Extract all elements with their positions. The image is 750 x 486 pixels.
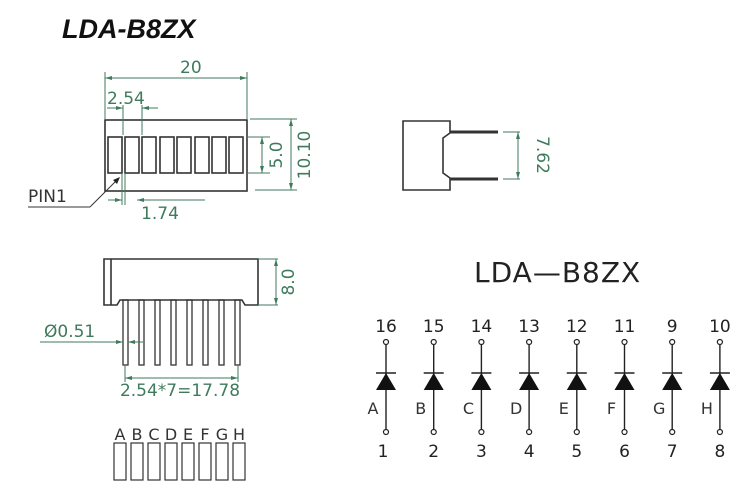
front-view-body xyxy=(103,258,259,306)
led-channel-a: 16 A 1 xyxy=(368,317,397,462)
segment-map-label: A xyxy=(115,425,126,444)
cathode-pin-number: 6 xyxy=(619,442,630,462)
segment-letter: G xyxy=(653,399,665,418)
schematic: LDA—B8ZX 16 A 1 15 B 2 14 xyxy=(368,256,731,462)
anode-pin-number: 11 xyxy=(614,317,636,337)
dim-pitch-label: 2.54 xyxy=(107,89,145,109)
anode-pin-number: 12 xyxy=(566,317,588,337)
led-diode-icon xyxy=(423,373,444,390)
segment-map-label: C xyxy=(148,425,159,444)
led-channel-e: 12 E 5 xyxy=(559,317,588,462)
dim-gap: 1.74 xyxy=(108,173,205,224)
segment-window xyxy=(159,136,175,174)
led-diode-icon xyxy=(709,373,730,390)
led-channel-c: 14 C 3 xyxy=(463,317,492,462)
segment-map-label: H xyxy=(233,425,245,444)
segment-map: A B C D E F G H xyxy=(113,425,246,481)
led-diode-icon xyxy=(471,373,492,390)
dim-pin-span-label: 2.54*7=17.78 xyxy=(120,381,240,401)
segment-map-label: B xyxy=(132,425,143,444)
cathode-pin-number: 1 xyxy=(378,442,389,462)
cathode-terminal xyxy=(382,428,390,436)
segment-letter: C xyxy=(463,399,474,418)
part-title: LDA-B8ZX xyxy=(62,14,197,44)
lead xyxy=(138,299,145,366)
led-diode-icon xyxy=(614,373,635,390)
segment-map-label: G xyxy=(216,425,228,444)
segment-letter: H xyxy=(701,399,713,418)
dim-gap-label: 1.74 xyxy=(141,204,179,224)
segment-window xyxy=(107,136,123,174)
segment-letter: D xyxy=(510,399,522,418)
cathode-pin-number: 4 xyxy=(524,442,535,462)
lead xyxy=(122,299,129,366)
schematic-title: LDA—B8ZX xyxy=(474,256,641,289)
cathode-pin-number: 3 xyxy=(476,442,487,462)
segment-letter: E xyxy=(559,399,569,418)
top-view-segments xyxy=(107,136,244,174)
dim-front-height: 8.0 xyxy=(258,258,299,306)
lead xyxy=(234,299,241,366)
segment-window xyxy=(211,136,227,174)
segment-map-label: E xyxy=(183,425,193,444)
segment-map-label: D xyxy=(165,425,177,444)
segment-letter: A xyxy=(368,399,379,418)
segment-map-label: F xyxy=(200,425,209,444)
segment-window xyxy=(228,136,244,174)
cathode-pin-number: 8 xyxy=(714,442,725,462)
led-channel-g: 9 G 7 xyxy=(653,317,683,462)
lead xyxy=(218,299,225,366)
lead xyxy=(186,299,193,366)
segment-window xyxy=(194,136,210,174)
anode-terminal xyxy=(382,338,390,346)
pin1-label: PIN1 xyxy=(28,187,67,207)
lead xyxy=(202,299,209,366)
cathode-pin-number: 2 xyxy=(428,442,439,462)
led-channel-b: 15 B 2 xyxy=(415,317,444,462)
front-view-leads xyxy=(122,299,241,366)
led-diode-icon xyxy=(519,373,540,390)
lead xyxy=(170,299,177,366)
segment-window xyxy=(176,136,192,174)
led-channel-d: 13 D 4 xyxy=(510,317,540,462)
dim-segment-height-label: 5.0 xyxy=(267,141,287,168)
dim-pin-span: 2.54*7=17.78 xyxy=(120,365,240,401)
segment-letter: F xyxy=(607,399,616,418)
dim-segment-height: 5.0 xyxy=(247,136,287,174)
segment-window xyxy=(141,136,157,174)
anode-pin-number: 15 xyxy=(423,317,445,337)
led-diode-icon xyxy=(566,373,587,390)
led-diode-icon xyxy=(376,373,396,390)
side-view: 7.62 xyxy=(402,120,552,191)
led-channel-h: 10 H 8 xyxy=(701,317,731,462)
segment-letter: B xyxy=(415,399,426,418)
top-view: 20 2.54 5.0 10.10 xyxy=(28,58,315,224)
top-view-body xyxy=(104,119,248,192)
dim-lead-spacing-label: 7.62 xyxy=(532,136,552,174)
side-view-body xyxy=(402,120,451,191)
led-diode-icon xyxy=(662,373,683,390)
cathode-pin-number: 5 xyxy=(571,442,582,462)
cathode-pin-number: 7 xyxy=(667,442,678,462)
dim-width: 20 xyxy=(104,58,248,120)
dim-body-height-label: 10.10 xyxy=(295,131,315,180)
dim-pitch: 2.54 xyxy=(107,89,158,135)
dim-width-label: 20 xyxy=(180,58,202,78)
anode-pin-number: 14 xyxy=(471,317,493,337)
dim-lead-spacing: 7.62 xyxy=(503,131,552,180)
anode-pin-number: 10 xyxy=(709,317,731,337)
anode-pin-number: 9 xyxy=(667,317,678,337)
front-view: 8.0 Ø0.51 2.54*7=17.78 xyxy=(40,258,299,401)
dim-lead-diameter-label: Ø0.51 xyxy=(44,322,95,342)
dim-body-height: 10.10 xyxy=(250,118,315,191)
led-channel-f: 11 F 6 xyxy=(607,317,635,462)
anode-pin-number: 16 xyxy=(375,317,397,337)
dim-front-height-label: 8.0 xyxy=(279,268,299,295)
lead xyxy=(154,299,161,366)
anode-pin-number: 13 xyxy=(518,317,540,337)
segment-window xyxy=(124,136,140,174)
pin1-callout: PIN1 xyxy=(28,177,120,208)
dim-lead-diameter: Ø0.51 xyxy=(40,322,143,344)
